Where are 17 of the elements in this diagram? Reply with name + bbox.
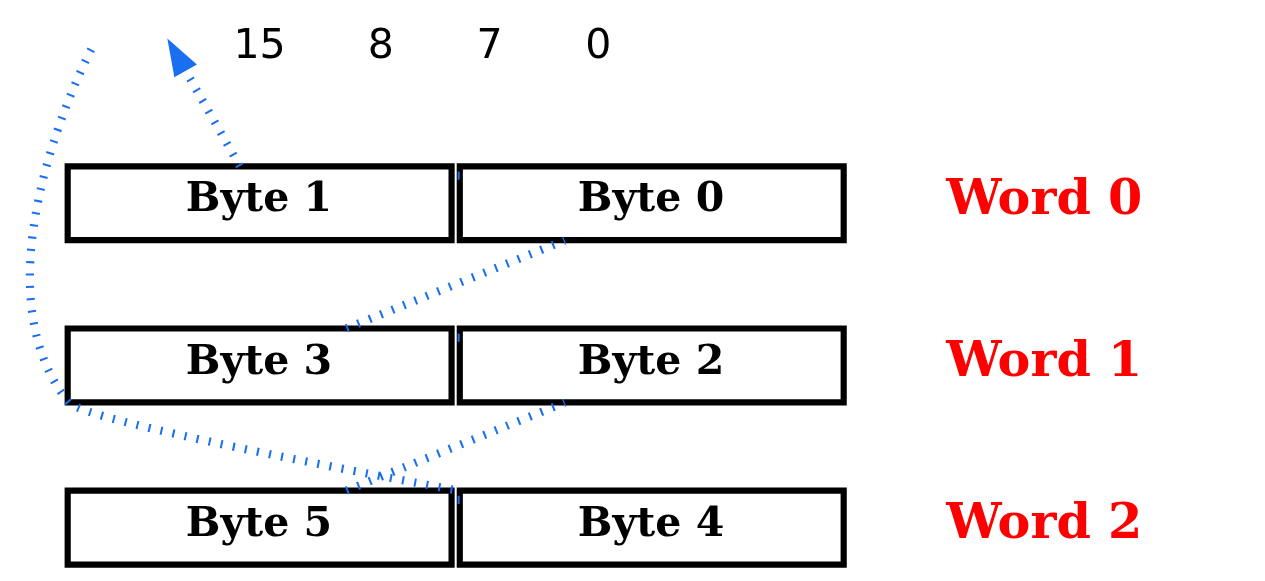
connector: [344, 398, 567, 495]
label: Word 0: [946, 167, 1143, 226]
node-box: Byte 0: [456, 163, 847, 244]
node-box: Byte 5: [64, 487, 455, 568]
label: Word 1: [946, 330, 1143, 389]
node-box: Byte 4: [456, 487, 847, 568]
connector: [344, 236, 567, 333]
label: 8: [367, 19, 394, 68]
node-box: Byte 3: [64, 325, 455, 406]
label: 15: [233, 19, 286, 68]
node-box: Byte 2: [456, 325, 847, 406]
label: 7: [476, 19, 503, 68]
connector: [26, 47, 461, 495]
node-box: Byte 1: [64, 163, 455, 244]
label: Word 2: [946, 492, 1143, 551]
arrow: [167, 38, 244, 169]
label: 0: [585, 19, 612, 68]
